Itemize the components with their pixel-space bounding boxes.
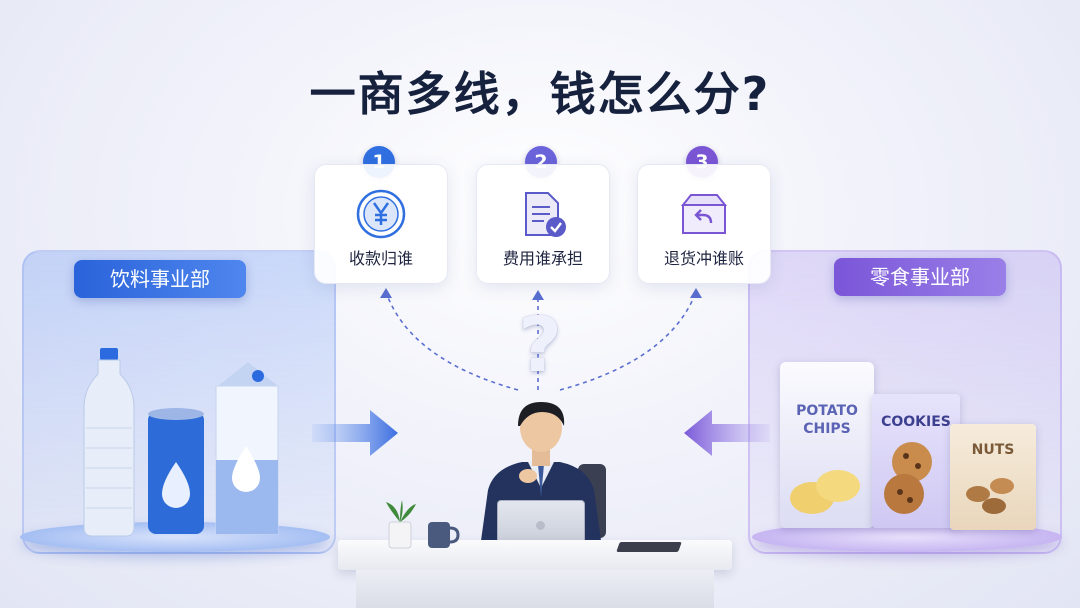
return-box-icon [680, 194, 728, 234]
step-2-card: 费用谁承担 [476, 164, 610, 284]
apple-logo-icon [536, 521, 545, 530]
step-1-label: 收款归谁 [348, 249, 413, 268]
step-3-card: 退货冲谁账 [637, 164, 771, 284]
cookies-label: COOKIES [881, 414, 951, 430]
notebook [616, 542, 682, 552]
step-1-card: 收款归谁 [314, 164, 448, 284]
nuts-label: NUTS [971, 442, 1015, 458]
question-mark: ? [517, 300, 563, 389]
yen-coin-icon [356, 189, 406, 239]
step-2-label: 费用谁承担 [502, 249, 583, 268]
arrow-left-icon [684, 410, 770, 456]
coffee-mug-icon [428, 522, 460, 548]
potato-chips-bag: POTATO CHIPS [780, 362, 874, 528]
water-bottle-icon [83, 348, 135, 537]
chips-label: POTATO CHIPS [796, 403, 858, 437]
arrow-right-icon [312, 410, 398, 456]
beverage-division-tag: 饮料事业部 [74, 260, 246, 298]
milk-carton-icon [215, 362, 279, 535]
cookies-box: COOKIES [872, 394, 960, 528]
potted-plant-icon [386, 500, 416, 549]
connector-lines [380, 288, 702, 391]
desk-body [356, 570, 714, 608]
nuts-box: NUTS [950, 424, 1036, 530]
soda-can-icon [148, 408, 204, 534]
step-3-label: 退货冲谁账 [663, 249, 744, 268]
snack-division-tag: 零食事业部 [834, 258, 1006, 296]
document-check-icon [525, 192, 566, 237]
page-title: 一商多线，钱怎么分? [309, 67, 771, 121]
